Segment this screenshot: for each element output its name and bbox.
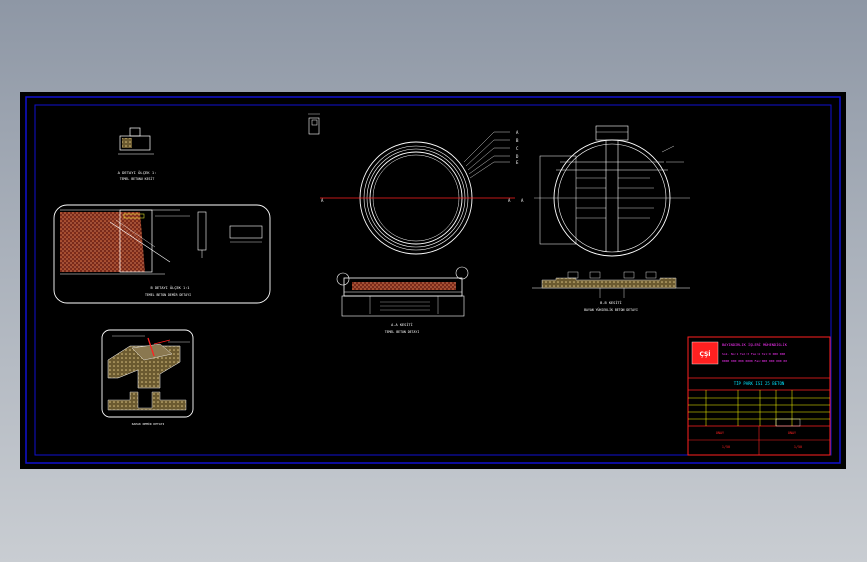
company-line-2: Sok. No:1 Tel:3 Fax:4 Tel:0 000 000: [722, 352, 785, 356]
callout-d: D: [516, 154, 519, 159]
section-bb: B-B KESİTİ BAYAN YÜKSEKLİK BETON DETAYI: [532, 271, 690, 312]
scale-left: 1/50: [722, 445, 730, 449]
detail-a: A DETAYI ÖLÇEK 1: TEMEL BETONU KESİT: [118, 127, 157, 181]
drawing-title: TİP PARK ISI 25 BETON: [734, 381, 785, 386]
plan-view-circle: A B C D E A A: [320, 130, 519, 255]
approved-label-left: ONAY: [716, 431, 724, 435]
logo-text: ÇŞİ: [699, 351, 710, 358]
approved-label-right: ONAY: [788, 431, 796, 435]
cad-drawing: A DETAYI ÖLÇEK 1: TEMEL BETONU KESİT B D…: [25, 96, 841, 464]
cut-mark-left: A: [321, 198, 324, 203]
section-bb-title: B-B KESİTİ: [600, 300, 622, 305]
cad-viewport[interactable]: A DETAYI ÖLÇEK 1: TEMEL BETONU KESİT B D…: [20, 92, 846, 469]
company-logo: [691, 341, 719, 365]
section-aa-title: A-A KESİTİ: [391, 322, 413, 327]
company-line-3: 0000 000 000 0000 Fax:000 000 000 00: [722, 359, 787, 363]
scale-right: 1/50: [794, 445, 802, 449]
small-detail: [308, 113, 320, 135]
section-aa-subtitle: TEMEL BETON DETAYI: [385, 330, 420, 334]
callout-b: B: [516, 138, 519, 143]
outer-frame: [25, 96, 841, 464]
grille-cut-mark: A: [521, 198, 524, 203]
company-line-1: BAYINDIRLIK İŞLERİ MÜHENDİSLİK: [722, 342, 788, 347]
title-block: ÇŞİ BAYINDIRLIK İŞLERİ MÜHENDİSLİK Sok. …: [687, 336, 831, 456]
detail-a-title: A DETAYI ÖLÇEK 1:: [118, 170, 157, 175]
detail-b-subtitle: TEMEL BETON DEMİR DETAYI: [145, 292, 191, 297]
detail-c: KAPAK DEMİR DETAYI: [101, 329, 194, 426]
inner-frame: [34, 104, 832, 456]
detail-b-title: B DETAYI ÖLÇEK 1:1: [151, 285, 190, 290]
callout-e: E: [516, 160, 519, 165]
cut-mark-right: A: [508, 198, 511, 203]
section-aa: A-A KESİTİ TEMEL BETON DETAYI: [336, 266, 469, 334]
detail-a-subtitle: TEMEL BETONU KESİT: [120, 176, 155, 181]
detail-b: B DETAYI ÖLÇEK 1:1 TEMEL BETON DEMİR DET…: [53, 204, 271, 304]
section-bb-subtitle: BAYAN YÜKSEKLİK BETON DETAYI: [584, 307, 638, 312]
grille-plan-view: A: [521, 125, 690, 257]
callout-a: A: [516, 130, 519, 135]
callout-c: C: [516, 146, 519, 151]
detail-c-title: KAPAK DEMİR DETAYI: [132, 421, 165, 426]
